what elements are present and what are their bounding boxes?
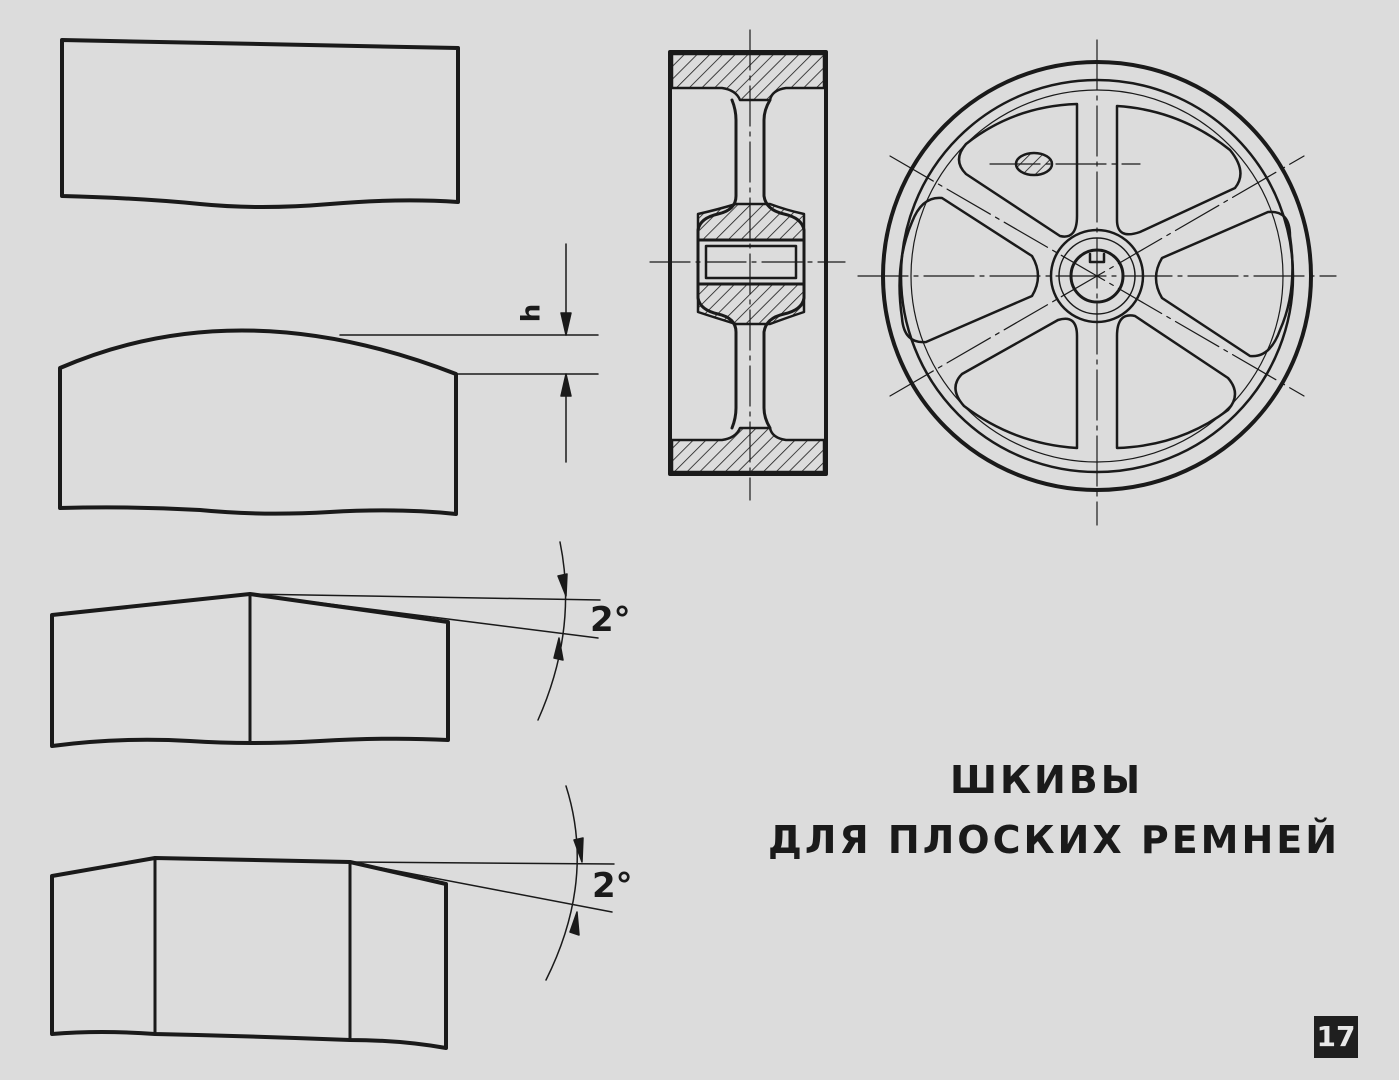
rim-profile-trapezoid: [50, 785, 615, 1050]
title-line-1: ШКИВЫ: [950, 758, 1144, 802]
crown-height-label: h: [516, 303, 547, 323]
front-centerlines: [857, 39, 1337, 526]
rim-profile-flat: [60, 38, 460, 209]
rim-profile-crowned: [58, 243, 599, 516]
angle-dimension-bottom: [349, 785, 615, 981]
section-centerlines: [649, 29, 846, 501]
rim-profile-double-taper: [50, 541, 601, 748]
crown-height-dimension: [339, 243, 599, 463]
angle-label-top: 2°: [590, 600, 631, 640]
page-number-badge: 17: [1314, 1016, 1358, 1058]
pulley-section-view: [649, 29, 846, 501]
spoke-openings: [898, 102, 1294, 450]
title-line-2: ДЛЯ ПЛОСКИХ РЕМНЕЙ: [768, 818, 1341, 862]
angle-dimension-top: [249, 541, 601, 721]
pulley-front-view: [857, 39, 1337, 526]
angle-label-bottom: 2°: [592, 866, 633, 906]
